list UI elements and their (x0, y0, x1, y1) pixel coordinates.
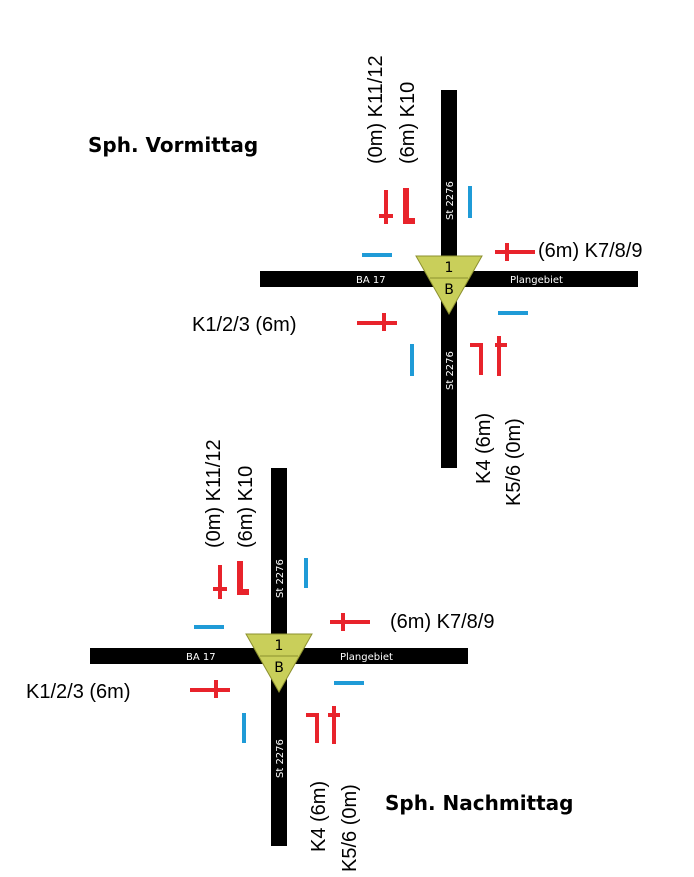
label-k10: (6m) K10 (397, 82, 419, 164)
pedestrian-marker-sw (242, 713, 246, 743)
signal-k1 (190, 680, 230, 698)
signal-triangle (245, 633, 313, 694)
junction-title: Sph. Vormittag (88, 133, 258, 157)
signal-k789 (495, 243, 535, 261)
pedestrian-marker-se (334, 681, 364, 685)
label-k789: (6m) K7/8/9 (390, 611, 494, 633)
road-label-south: St 2276 (445, 351, 456, 390)
signal-letter: B (444, 282, 454, 298)
signal-k789 (330, 613, 370, 631)
road-label-east: Plangebiet (340, 652, 393, 663)
label-k1112: (0m) K11/12 (203, 439, 225, 548)
junction-title: Sph. Nachmittag (385, 791, 573, 815)
pedestrian-marker-se (498, 311, 528, 315)
label-k4: K4 (6m) (473, 413, 495, 484)
road-label-west: BA 17 (186, 652, 216, 663)
pedestrian-marker-nw (194, 625, 224, 629)
road-label-south: St 2276 (275, 739, 286, 778)
label-k4: K4 (6m) (308, 781, 330, 852)
label-k1112: (0m) K11/12 (365, 55, 387, 164)
pedestrian-marker-sw (410, 344, 414, 376)
pedestrian-marker-nw (362, 253, 392, 257)
signal-k4-k56 (306, 706, 340, 744)
signal-letter: B (274, 660, 284, 676)
road-label-north: St 2276 (445, 181, 456, 220)
label-k1: K1/2/3 (6m) (192, 314, 296, 336)
signal-number: 1 (275, 638, 284, 654)
pedestrian-marker-ne (304, 558, 308, 588)
junction-vormittag: Sph. Vormittag BA 17 Plangebiet St 2276 … (88, 55, 642, 506)
pedestrian-marker-ne (468, 186, 472, 218)
signal-k1 (357, 313, 397, 331)
road-label-west: BA 17 (356, 275, 386, 286)
road-label-north: St 2276 (275, 559, 286, 598)
junction-nachmittag: Sph. Nachmittag BA 17 Plangebiet St 2276… (26, 439, 573, 872)
label-k56: K5/6 (0m) (503, 418, 525, 506)
road-label-east: Plangebiet (510, 275, 563, 286)
label-k10: (6m) K10 (235, 466, 257, 548)
signal-k4-k56 (470, 336, 507, 376)
signal-k10-k1112 (379, 188, 415, 224)
label-k56: K5/6 (0m) (339, 784, 361, 872)
signal-triangle (415, 255, 483, 316)
label-k789: (6m) K7/8/9 (538, 240, 642, 262)
label-k1: K1/2/3 (6m) (26, 681, 130, 703)
signal-number: 1 (445, 260, 454, 276)
signal-k10-k1112 (213, 561, 249, 599)
